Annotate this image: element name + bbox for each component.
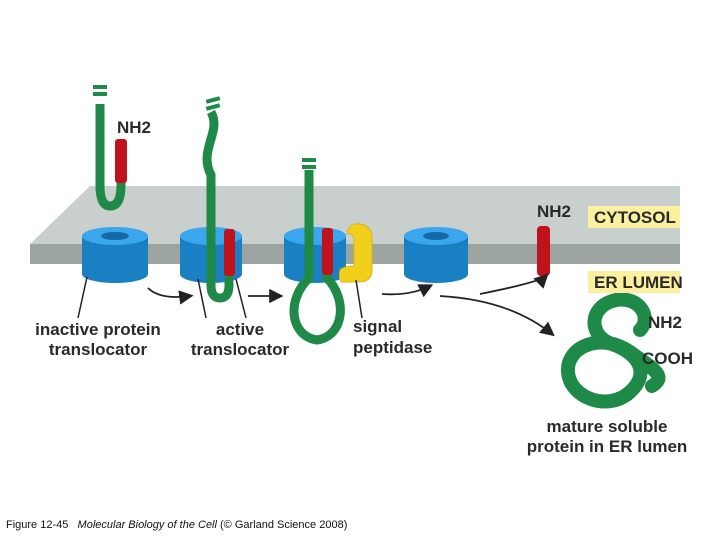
nh2-label-top: NH2 bbox=[117, 118, 151, 137]
er-lumen-box bbox=[588, 271, 680, 293]
released-signal-peptide bbox=[537, 226, 550, 276]
caption-book-title: Molecular Biology of the Cell bbox=[77, 519, 217, 531]
caption-figure-number: Figure 12-45 bbox=[6, 519, 69, 531]
inactive-label-line2: translocator bbox=[49, 340, 148, 359]
inactive-translocator bbox=[82, 227, 148, 283]
cytosol-label: CYTOSOL bbox=[594, 208, 676, 227]
signal-label-line2: peptidase bbox=[353, 338, 432, 357]
mature-label-line1: mature soluble bbox=[547, 417, 668, 436]
cytosol-box bbox=[588, 206, 680, 228]
process-arrows bbox=[147, 273, 555, 337]
figure-caption: Figure 12-45 Molecular Biology of the Ce… bbox=[6, 519, 347, 531]
inactive-label-line1: inactive protein bbox=[35, 320, 161, 339]
protein-chain-1 bbox=[93, 85, 127, 211]
active-label-line1: active bbox=[216, 320, 264, 339]
caption-credit: (© Garland Science 2008) bbox=[220, 519, 348, 531]
protein-chain-3 bbox=[289, 158, 345, 345]
er-lumen-label: ER LUMEN bbox=[594, 273, 683, 292]
nh2-label-mature: NH2 bbox=[648, 313, 682, 332]
cooh-label: COOH bbox=[642, 349, 693, 368]
pointer-lines bbox=[77, 276, 363, 319]
protein-chain-2 bbox=[202, 96, 235, 303]
mature-protein bbox=[561, 292, 666, 409]
inactive-translocator-2 bbox=[404, 227, 468, 283]
active-label-line2: translocator bbox=[191, 340, 290, 359]
mature-label-line2: protein in ER lumen bbox=[527, 437, 688, 456]
nh2-label-signal: NH2 bbox=[537, 202, 571, 221]
signal-label-line1: signal bbox=[353, 317, 402, 336]
signal-peptidase bbox=[338, 223, 373, 283]
translocator-with-peptidase bbox=[284, 227, 346, 283]
